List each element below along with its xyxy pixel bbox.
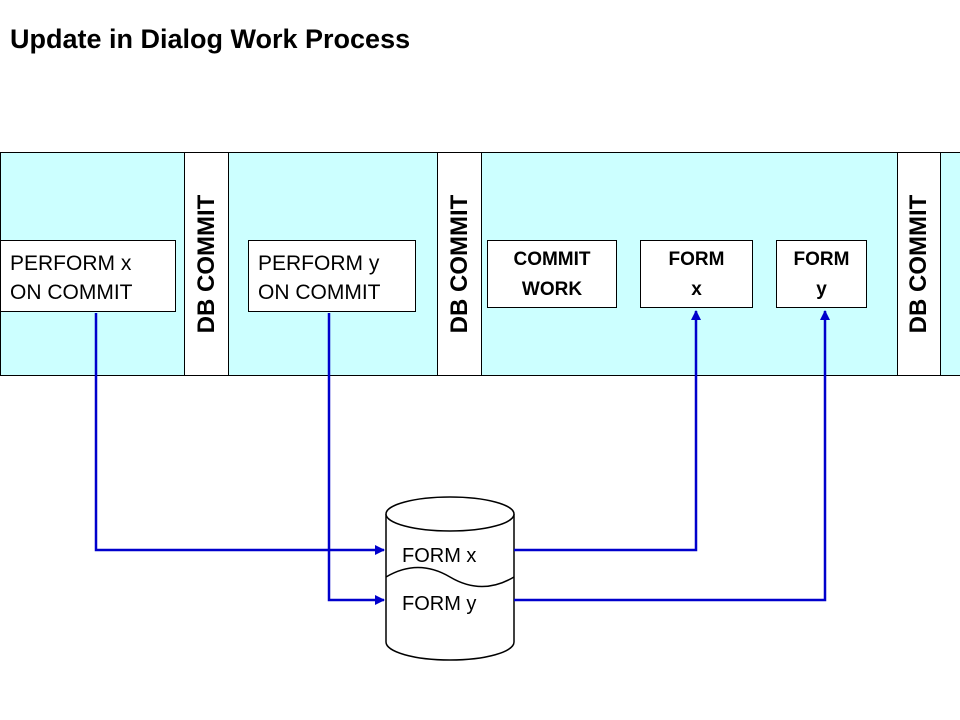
arrow-perform-y-to-db: [327, 313, 385, 605]
perform-x-line-1: PERFORM x: [10, 252, 132, 275]
form-x-line-1: FORM: [668, 249, 725, 270]
perform-x-line-2: ON COMMIT: [10, 281, 133, 304]
arrow-perform-x-to-db: [94, 313, 385, 555]
form-y-line-2: y: [816, 279, 827, 300]
db-commit-bar-1: DB COMMIT: [184, 152, 229, 376]
perform-y-box: PERFORM y ON COMMIT: [248, 240, 416, 312]
perform-y-line-2: ON COMMIT: [258, 281, 381, 304]
form-x-box: FORM x: [640, 240, 753, 308]
arrow-db-to-form-x: [514, 310, 701, 552]
database-cylinder-icon: [385, 496, 515, 661]
db-entry-form-y: FORM y: [402, 593, 477, 615]
db-entry-form-x: FORM x: [402, 545, 477, 567]
diagram-title: Update in Dialog Work Process: [10, 24, 411, 54]
database-divider: [385, 566, 515, 588]
form-x-line-2: x: [691, 279, 702, 300]
commit-work-line-2: WORK: [521, 279, 583, 300]
db-commit-bar-2: DB COMMIT: [437, 152, 482, 376]
perform-x-box: PERFORM x ON COMMIT: [0, 240, 176, 312]
form-y-box: FORM y: [776, 240, 867, 308]
form-y-line-1: FORM: [793, 249, 850, 270]
commit-work-box: COMMIT WORK: [487, 240, 617, 308]
commit-work-line-1: COMMIT: [513, 249, 591, 270]
db-commit-bar-3: DB COMMIT: [897, 152, 941, 376]
arrow-db-to-form-y: [514, 310, 830, 602]
perform-y-line-1: PERFORM y: [258, 252, 380, 275]
